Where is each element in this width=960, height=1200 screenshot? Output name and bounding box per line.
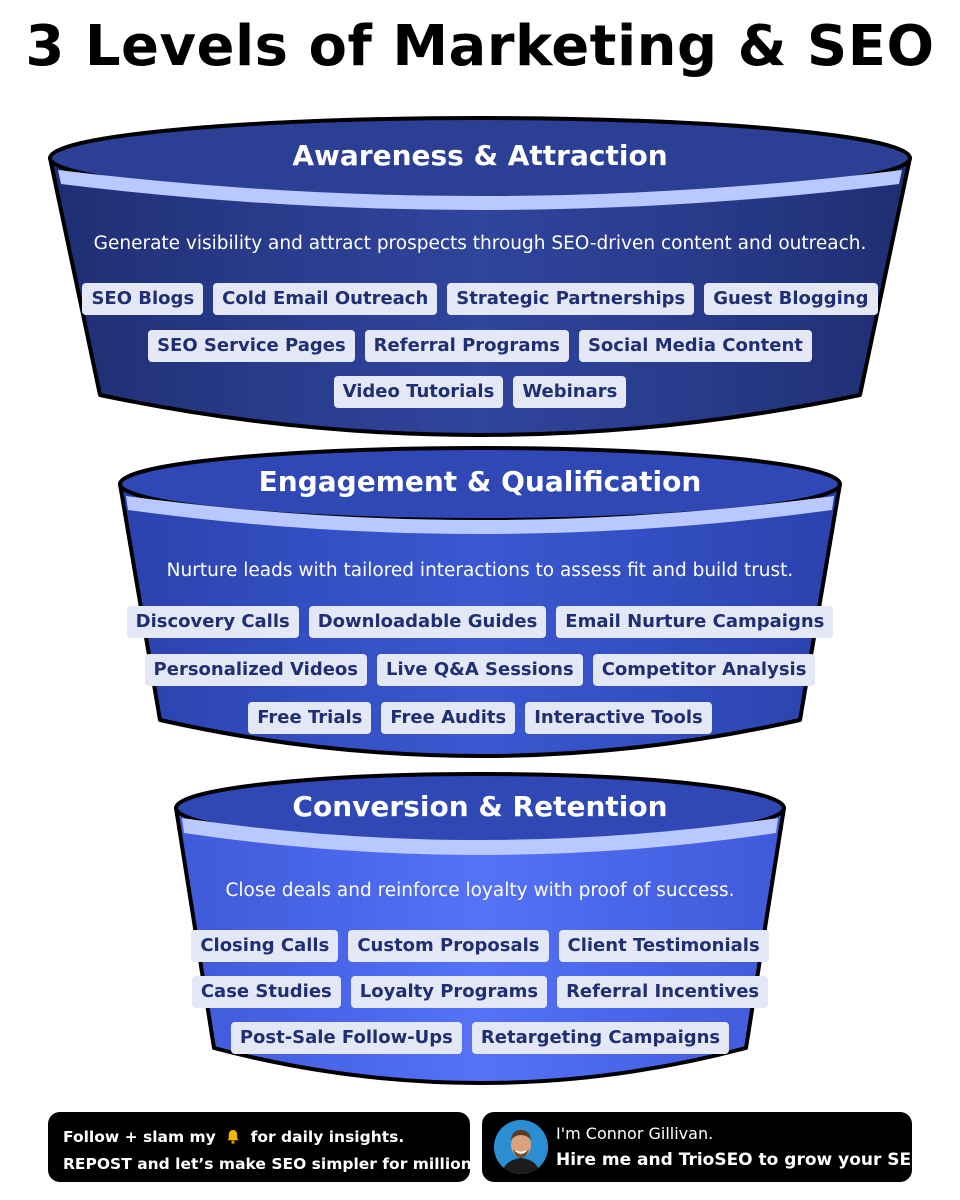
tier-2-row-1: Discovery Calls Downloadable Guides Emai… <box>0 606 960 638</box>
tag: Cold Email Outreach <box>213 283 438 315</box>
tag: Competitor Analysis <box>592 654 816 686</box>
repost-line: REPOST and let’s make SEO simpler for mi… <box>63 1155 487 1173</box>
tag: Case Studies <box>191 976 341 1008</box>
tag: Strategic Partnerships <box>447 283 695 315</box>
tag: Video Tutorials <box>333 376 504 408</box>
tag: Interactive Tools <box>525 702 712 734</box>
tag: Downloadable Guides <box>308 606 547 638</box>
tier-2-title: Engagement & Qualification <box>258 465 702 498</box>
tier-3-title: Conversion & Retention <box>292 790 668 823</box>
follow-text-before: Follow + slam my <box>63 1128 216 1146</box>
tag: Referral Incentives <box>557 976 769 1008</box>
tag: Email Nurture Campaigns <box>556 606 834 638</box>
follow-banner: Follow + slam my for daily insights. REP… <box>48 1112 487 1182</box>
tag: Free Audits <box>381 702 516 734</box>
tag: Live Q&A Sessions <box>377 654 583 686</box>
tier-3-row-3: Post-Sale Follow-Ups Retargeting Campaig… <box>0 1022 960 1054</box>
hire-banner: I'm Connor Gillivan. Hire me and TrioSEO… <box>482 1112 926 1182</box>
tier-1-description: Generate visibility and attract prospect… <box>93 233 867 254</box>
tier-3-row-1: Closing Calls Custom Proposals Client Te… <box>0 930 960 962</box>
tag: Guest Blogging <box>704 283 878 315</box>
tag: Personalized Videos <box>144 654 367 686</box>
follow-text-after: for daily insights. <box>250 1128 405 1146</box>
hire-line: Hire me and TrioSEO to grow your SEO <box>556 1150 926 1170</box>
tier-3-description: Close deals and reinforce loyalty with p… <box>225 880 735 901</box>
tier-2-row-3: Free Trials Free Audits Interactive Tool… <box>0 702 960 734</box>
tag: SEO Blogs <box>82 283 204 315</box>
tag: Closing Calls <box>191 930 339 962</box>
tier-2-shape <box>118 446 842 758</box>
tier-3-row-2: Case Studies Loyalty Programs Referral I… <box>0 976 960 1008</box>
follow-line: Follow + slam my for daily insights. <box>63 1124 470 1151</box>
tag: Post-Sale Follow-Ups <box>230 1022 462 1054</box>
tag: Client Testimonials <box>558 930 769 962</box>
tag: Discovery Calls <box>126 606 299 638</box>
tier-2-description: Nurture leads with tailored interactions… <box>166 560 794 581</box>
tag: Free Trials <box>248 702 372 734</box>
bell-icon <box>227 1129 239 1144</box>
tier-1-row-2: SEO Service Pages Referral Programs Soci… <box>0 330 960 362</box>
avatar <box>494 1120 548 1174</box>
tag: Loyalty Programs <box>350 976 548 1008</box>
tag: Referral Programs <box>364 330 569 362</box>
page-title: 3 Levels of Marketing & SEO <box>25 14 935 79</box>
tier-1-row-3: Video Tutorials Webinars <box>0 376 960 408</box>
tier-2-row-2: Personalized Videos Live Q&A Sessions Co… <box>0 654 960 686</box>
tag: SEO Service Pages <box>148 330 355 362</box>
tag: Social Media Content <box>578 330 812 362</box>
tier-1-row-1: SEO Blogs Cold Email Outreach Strategic … <box>0 283 960 315</box>
name-line: I'm Connor Gillivan. <box>556 1124 714 1143</box>
tag: Webinars <box>513 376 627 408</box>
tag: Custom Proposals <box>348 930 549 962</box>
tier-1-title: Awareness & Attraction <box>292 139 668 172</box>
tag: Retargeting Campaigns <box>471 1022 730 1054</box>
